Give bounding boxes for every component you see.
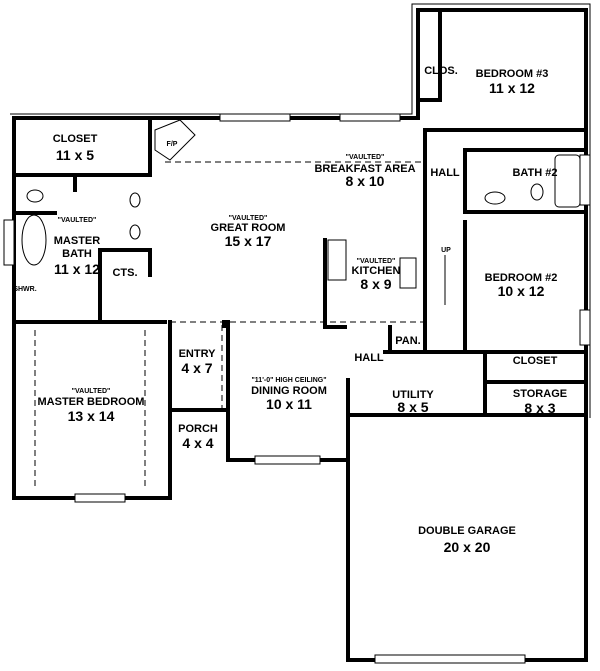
great-room-size: 15 x 17: [225, 233, 272, 249]
shower-label: SHWR.: [13, 286, 36, 293]
storage-size: 8 x 3: [524, 400, 555, 416]
room-labels: CLOSET 11 x 5 F/P "VAULTED" MASTER BATH …: [13, 65, 567, 555]
storage-name: STORAGE: [513, 388, 567, 400]
fireplace-label: F/P: [167, 141, 178, 148]
pantry-label: PAN.: [395, 335, 420, 347]
hall-upper-label: HALL: [430, 167, 460, 179]
dining-note: "11'-0" HIGH CEILING": [251, 377, 326, 384]
sink-icon: [129, 224, 141, 240]
kitchen-name: KITCHEN: [352, 265, 401, 277]
closet-master-size: 11 x 5: [56, 147, 94, 163]
cts-label: CTS.: [112, 267, 137, 279]
column-icon: [222, 320, 230, 328]
utility-size: 8 x 5: [397, 399, 428, 415]
kitchen-note: "VAULTED": [357, 258, 396, 265]
breakfast-name: BREAKFAST AREA: [314, 163, 415, 175]
fireplace-icon: [154, 119, 196, 161]
stove-icon: [327, 239, 347, 281]
master-bedroom-name: MASTER BEDROOM: [38, 396, 145, 408]
toilet-icon: [530, 183, 544, 201]
bedroom2-size: 10 x 12: [498, 283, 545, 299]
hall-lower-label: HALL: [354, 352, 384, 364]
dining-name: DINING ROOM: [251, 385, 327, 397]
master-bath-note: "VAULTED": [58, 217, 97, 224]
breakfast-size: 8 x 10: [346, 173, 385, 189]
master-bedroom-note: "VAULTED": [72, 388, 111, 395]
closet-bed2-label: CLOSET: [513, 355, 558, 367]
stairs-up-label: UP: [441, 247, 451, 254]
walls: [12, 8, 588, 662]
bedroom2-name: BEDROOM #2: [485, 272, 558, 284]
garage-name: DOUBLE GARAGE: [418, 525, 516, 537]
master-bath-name-1: MASTER: [54, 235, 101, 247]
clos-label: CLOS.: [424, 65, 458, 77]
breakfast-note: "VAULTED": [346, 154, 385, 161]
bathtub-icon: [21, 214, 47, 266]
great-room-note: "VAULTED": [229, 215, 268, 222]
bedroom3-size: 11 x 12: [489, 80, 535, 96]
garage-size: 20 x 20: [444, 539, 491, 555]
fixtures: [21, 119, 581, 328]
master-bath-name-2: BATH: [62, 248, 92, 260]
utility-name: UTILITY: [392, 389, 434, 401]
toilet-icon: [26, 189, 44, 203]
porch-size: 4 x 4: [182, 435, 213, 451]
closet-master-name: CLOSET: [53, 133, 98, 145]
entry-size: 4 x 7: [181, 360, 212, 376]
dining-size: 10 x 11: [266, 396, 312, 412]
great-room-name: GREAT ROOM: [211, 222, 286, 234]
master-bedroom-size: 13 x 14: [68, 408, 115, 424]
windows: [3, 113, 591, 664]
bath2-label: BATH #2: [512, 167, 557, 179]
porch-name: PORCH: [178, 423, 218, 435]
bathtub-icon: [554, 154, 581, 208]
sink-icon: [484, 191, 506, 205]
sink-icon: [129, 192, 141, 208]
kitchen-size: 8 x 9: [360, 276, 391, 292]
master-bath-size: 11 x 12: [54, 261, 100, 277]
entry-name: ENTRY: [179, 348, 217, 360]
bedroom3-name: BEDROOM #3: [476, 68, 549, 80]
kitchen-sink-icon: [399, 257, 417, 289]
